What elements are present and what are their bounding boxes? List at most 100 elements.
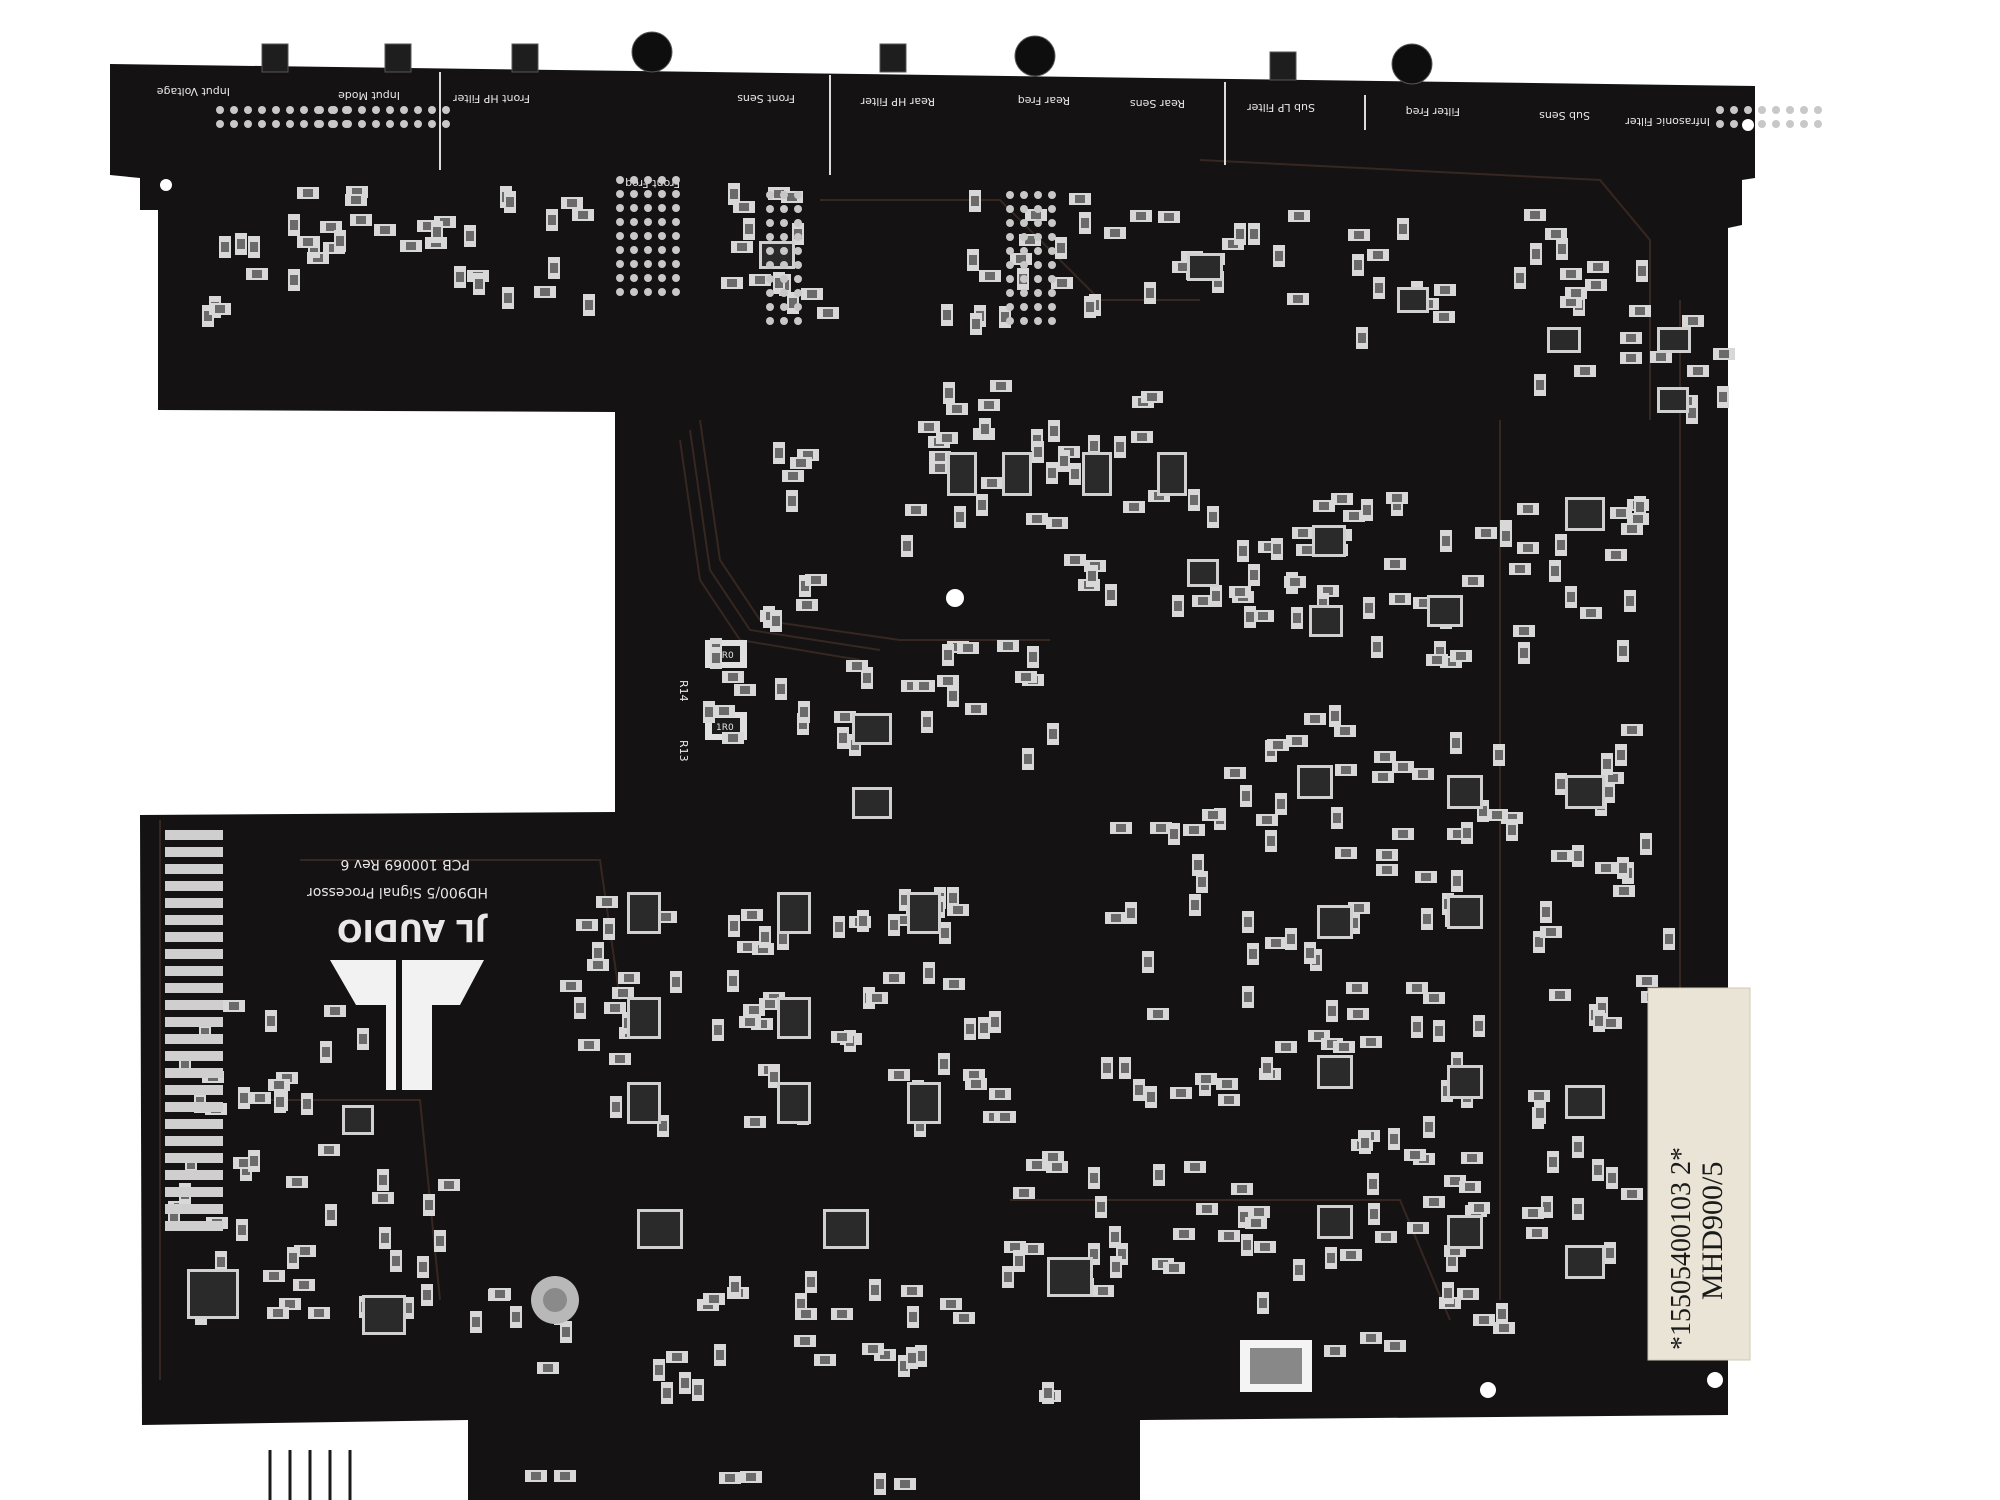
smd-body xyxy=(1719,392,1727,402)
smd-body xyxy=(1410,1151,1420,1159)
smd-body xyxy=(672,1353,682,1361)
smd-body xyxy=(423,1290,431,1300)
smd-body xyxy=(900,1361,908,1371)
smd-body xyxy=(1557,540,1565,550)
smd-body xyxy=(903,541,911,551)
smd-body xyxy=(1340,727,1350,735)
smd-body xyxy=(566,982,576,990)
smd-body xyxy=(594,948,602,958)
via xyxy=(230,120,238,128)
smd-body xyxy=(1719,350,1729,358)
smd-body xyxy=(709,1295,719,1303)
smd-body xyxy=(1627,726,1637,734)
smd-body xyxy=(440,218,450,226)
smd-body xyxy=(610,1004,620,1012)
via xyxy=(1034,317,1042,325)
via xyxy=(1048,233,1056,241)
via xyxy=(1758,120,1766,128)
ic-chip xyxy=(345,1108,371,1132)
smd-body xyxy=(1425,1122,1433,1132)
smd-body xyxy=(1619,863,1627,873)
smd-body xyxy=(1214,277,1222,287)
via xyxy=(672,288,680,296)
smd-body xyxy=(803,451,813,459)
smd-body xyxy=(1606,1248,1614,1258)
via xyxy=(258,120,266,128)
smd-body xyxy=(1110,229,1120,237)
smd-body xyxy=(972,319,980,329)
smd-body xyxy=(1603,759,1611,769)
via xyxy=(616,274,624,282)
via xyxy=(766,247,774,255)
ic-chip xyxy=(630,1000,658,1036)
smd-body xyxy=(378,1194,388,1202)
smd-body xyxy=(242,1165,250,1175)
smd-body xyxy=(1373,642,1381,652)
smd-body xyxy=(1492,811,1502,819)
via xyxy=(644,190,652,198)
smd-body xyxy=(859,916,867,926)
smd-body xyxy=(731,1282,739,1292)
smd-body xyxy=(1558,244,1566,254)
smd-body xyxy=(423,222,433,230)
smd-body xyxy=(740,686,750,694)
via xyxy=(414,120,422,128)
smd-body xyxy=(615,1055,625,1063)
via xyxy=(1048,219,1056,227)
via xyxy=(244,120,252,128)
smd-body xyxy=(1557,852,1567,860)
smd-body xyxy=(872,994,882,1002)
smd-body xyxy=(1380,753,1390,761)
via xyxy=(1730,106,1738,114)
via xyxy=(330,120,338,128)
smd-body xyxy=(1071,469,1079,479)
smd-body xyxy=(1273,741,1283,749)
smd-body xyxy=(787,193,797,201)
smd-body xyxy=(807,290,817,298)
via xyxy=(794,233,802,241)
smd-body xyxy=(1516,273,1524,283)
smd-body xyxy=(237,239,245,249)
ic-chip xyxy=(1160,455,1184,493)
smd-body xyxy=(1534,1092,1544,1100)
smd-body xyxy=(1146,288,1154,298)
ic-chip xyxy=(780,1000,808,1036)
via xyxy=(1786,106,1794,114)
via xyxy=(766,289,774,297)
smd-body xyxy=(727,279,737,287)
via xyxy=(658,274,666,282)
smd-body xyxy=(1306,948,1314,958)
smd-body xyxy=(761,932,769,942)
smd-body xyxy=(1392,494,1402,502)
via xyxy=(794,261,802,269)
smd-body xyxy=(730,189,738,199)
smd-body xyxy=(1536,380,1544,390)
smd-body xyxy=(1293,295,1303,303)
via xyxy=(644,204,652,212)
via xyxy=(1048,261,1056,269)
smd-body xyxy=(404,1303,412,1313)
smd-body xyxy=(1295,1265,1303,1275)
via xyxy=(1034,247,1042,255)
smd-body xyxy=(425,1200,433,1210)
smd-body xyxy=(1015,1256,1023,1266)
via xyxy=(630,176,638,184)
smd-body xyxy=(285,1300,295,1308)
smd-body xyxy=(1530,211,1540,219)
via xyxy=(316,120,324,128)
smd-body xyxy=(290,275,298,285)
ic-chip xyxy=(630,895,658,931)
smd-body xyxy=(1448,1256,1456,1266)
via xyxy=(442,106,450,114)
via xyxy=(672,218,680,226)
smd-body xyxy=(1260,1243,1270,1251)
edge-connector-pin xyxy=(165,830,223,840)
smd-body xyxy=(1439,313,1449,321)
rlo-b: 1R0 xyxy=(716,723,734,733)
ic-chip xyxy=(1300,768,1330,796)
smd-body xyxy=(1398,763,1408,771)
ic-chip xyxy=(1450,1068,1480,1096)
smd-body xyxy=(919,682,929,690)
smd-body xyxy=(593,961,603,969)
smd-body xyxy=(1619,887,1629,895)
